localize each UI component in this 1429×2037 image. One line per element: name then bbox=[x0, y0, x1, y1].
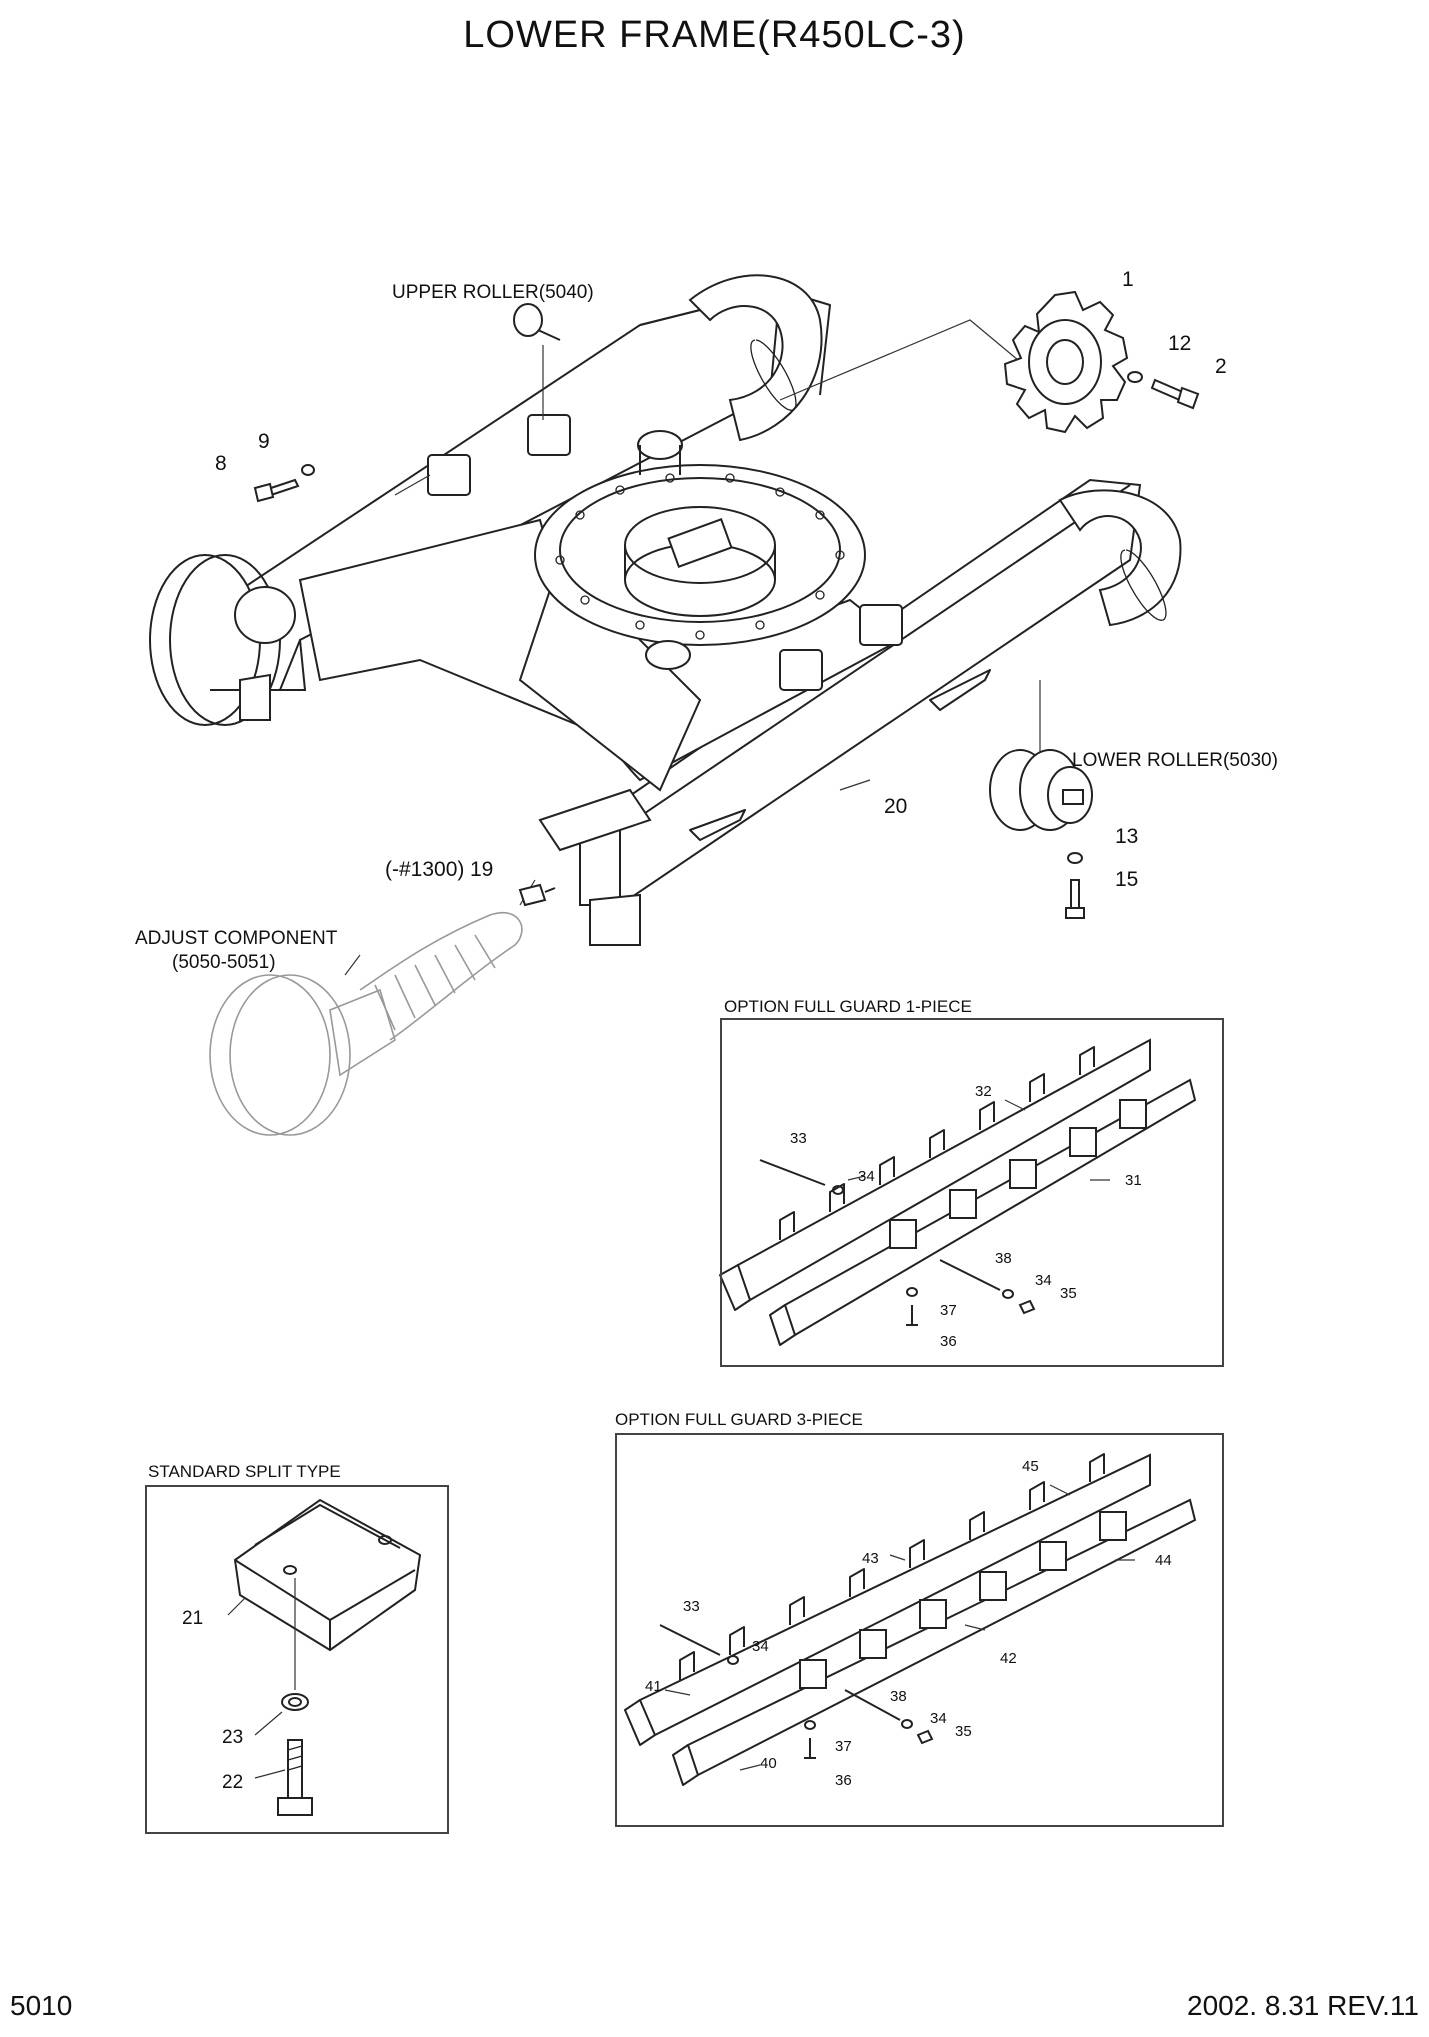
guard3-part-38: 38 bbox=[890, 1688, 907, 1705]
guard1-part-32: 32 bbox=[975, 1083, 992, 1100]
guard-1piece-box bbox=[720, 1018, 1224, 1367]
standard-split-box bbox=[145, 1485, 449, 1834]
guard3-part-37: 37 bbox=[835, 1738, 852, 1755]
part-number-15: 15 bbox=[1115, 868, 1139, 891]
guard1-part-38: 38 bbox=[995, 1250, 1012, 1267]
split-part-22: 22 bbox=[222, 1772, 244, 1793]
lower-roller-callout: LOWER ROLLER(5030) bbox=[1072, 750, 1278, 771]
guard3-part-40: 40 bbox=[760, 1755, 777, 1772]
page-title: LOWER FRAME(R450LC-3) bbox=[463, 14, 966, 56]
guard1-part-37: 37 bbox=[940, 1302, 957, 1319]
guard-3piece-box bbox=[615, 1433, 1224, 1827]
part-number-19: 19 bbox=[470, 858, 494, 881]
revision-stamp: 2002. 8.31 REV.11 bbox=[1187, 1990, 1419, 2021]
guard-3piece-title: OPTION FULL GUARD 3-PIECE bbox=[615, 1410, 863, 1429]
part-number-2: 2 bbox=[1215, 355, 1227, 378]
split-part-23: 23 bbox=[222, 1727, 244, 1748]
guard3-part-33: 33 bbox=[683, 1598, 700, 1615]
serial-note: (-#1300) bbox=[385, 858, 465, 881]
guard3-part-41: 41 bbox=[645, 1678, 662, 1695]
upper-roller-callout: UPPER ROLLER(5040) bbox=[392, 282, 594, 303]
guard3-part-45: 45 bbox=[1022, 1458, 1039, 1475]
guard1-part-34: 34 bbox=[858, 1168, 875, 1185]
guard1-part-35: 35 bbox=[1060, 1285, 1077, 1302]
guard3-part-35: 35 bbox=[955, 1723, 972, 1740]
part-number-8: 8 bbox=[215, 452, 227, 475]
guard-1piece-title: OPTION FULL GUARD 1-PIECE bbox=[724, 997, 972, 1016]
guard3-part-34: 34 bbox=[752, 1638, 769, 1655]
part-number-13: 13 bbox=[1115, 825, 1139, 848]
guard1-part-33: 33 bbox=[790, 1130, 807, 1147]
part-number-12: 12 bbox=[1168, 332, 1192, 355]
guard1-part-34b: 34 bbox=[1035, 1272, 1052, 1289]
standard-split-title: STANDARD SPLIT TYPE bbox=[148, 1462, 341, 1481]
guard3-part-34b: 34 bbox=[930, 1710, 947, 1727]
part-number-9: 9 bbox=[258, 430, 270, 453]
guard3-part-36: 36 bbox=[835, 1772, 852, 1789]
part-number-1: 1 bbox=[1122, 268, 1134, 291]
guard3-part-43: 43 bbox=[862, 1550, 879, 1567]
adjust-component-ref: (5050-5051) bbox=[172, 952, 276, 973]
guard3-part-44: 44 bbox=[1155, 1552, 1172, 1569]
part-number-20: 20 bbox=[884, 795, 908, 818]
guard3-part-42: 42 bbox=[1000, 1650, 1017, 1667]
page-number: 5010 bbox=[10, 1990, 73, 2021]
adjust-component-callout: ADJUST COMPONENT bbox=[135, 928, 338, 949]
guard1-part-31: 31 bbox=[1125, 1172, 1142, 1189]
split-part-21: 21 bbox=[182, 1608, 204, 1629]
guard1-part-36: 36 bbox=[940, 1333, 957, 1350]
